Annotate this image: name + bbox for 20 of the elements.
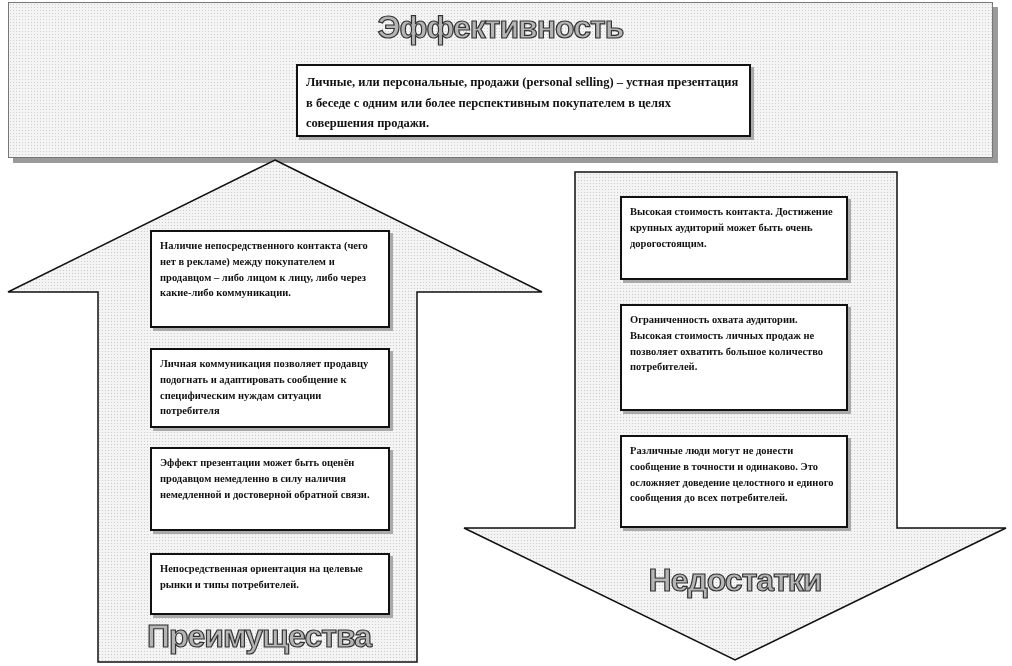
text-box: [150, 447, 390, 531]
description-text: Различные люди могут не донести сообщение в точности и одинаково. Это осложняет доведение целостного и единого сообщения до всех потребителей.: [630, 444, 835, 506]
description-text: Высокая стоимость контакта. Достижение крупных аудиторий может быть очень дорогостоящим.: [630, 205, 834, 251]
heading-text: Недостатки: [648, 562, 822, 599]
description-text: Эффект презентации может быть оценён продавцом немедленно в силу наличия немедленной и достоверной обратной связи.: [160, 456, 371, 502]
description-text: Личная коммуникация позволяет продавцу подогнать и адаптировать сообщение к специфическим нуждам ситуации потребителя: [160, 357, 370, 419]
text-box: [620, 196, 848, 280]
up-arrow-shape: [5, 158, 545, 664]
text-box: [150, 348, 390, 428]
text-box: [150, 230, 390, 328]
description-text: Личные, или персональные, продажи (personal selling) – устная презентация в беседе с одним или более перспективным покупателем в целях совершения продажи.: [306, 74, 740, 133]
text-box: [150, 553, 390, 615]
description-text: Наличие непосредственного контакта (чего нет в рекламе) между покупателем и продавцом – либо лицом к лицу, либо через какие-либо коммуникации.: [160, 239, 369, 301]
heading-text: Эффективность: [377, 9, 624, 46]
description-text: Ограниченность охвата аудитории. Высокая стоимость личных продаж не позволяет охватить большое количество потребителей.: [630, 313, 825, 375]
text-box: [620, 435, 848, 528]
description-text: Непосредственная ориентация на целевые рынки и типы потребителей.: [160, 562, 364, 592]
heading-text: Преимущества: [147, 618, 371, 655]
text-box: [620, 304, 848, 411]
definition-box: [296, 64, 751, 137]
